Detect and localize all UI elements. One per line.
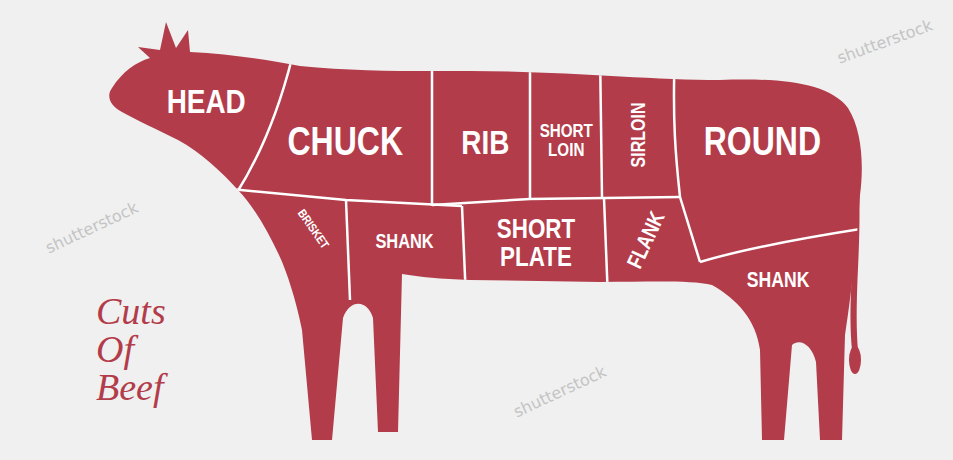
cut-name: SHORT LOIN: [539, 121, 592, 159]
cut-line: [604, 198, 608, 300]
cut-name: RIB: [461, 125, 509, 159]
cut-line: [432, 197, 680, 205]
cut-dividers: [220, 50, 880, 300]
cut-name: ROUND: [703, 121, 820, 161]
cut-line: [674, 50, 680, 197]
cut-name: SHANK: [747, 269, 810, 291]
cut-line: [680, 197, 700, 262]
diagram-title: Cuts Of Beef: [96, 292, 166, 406]
cut-line: [220, 188, 462, 206]
cut-line: [529, 50, 532, 199]
cow-silhouette: [109, 22, 862, 440]
watermark: shutterstock: [511, 364, 608, 421]
cut-line: [346, 200, 350, 300]
cut-line: [600, 50, 602, 197]
cut-line: [236, 50, 294, 194]
cut-name: FLANK: [623, 208, 668, 271]
cut-name: SHORT PLATE: [497, 215, 575, 271]
cut-line: [462, 206, 466, 300]
cut-line: [700, 226, 880, 262]
tail-tuft: [849, 346, 861, 374]
cut-name: SIRLOIN: [628, 103, 648, 168]
watermark: shutterstock: [43, 200, 140, 257]
cut-name: HEAD: [166, 84, 245, 118]
cut-name: SHANK: [376, 231, 434, 251]
watermark: shutterstock: [835, 17, 934, 66]
cut-name: BRISKET: [295, 207, 331, 251]
cut-name: CHUCK: [287, 121, 403, 161]
cut-line: [431, 50, 434, 206]
